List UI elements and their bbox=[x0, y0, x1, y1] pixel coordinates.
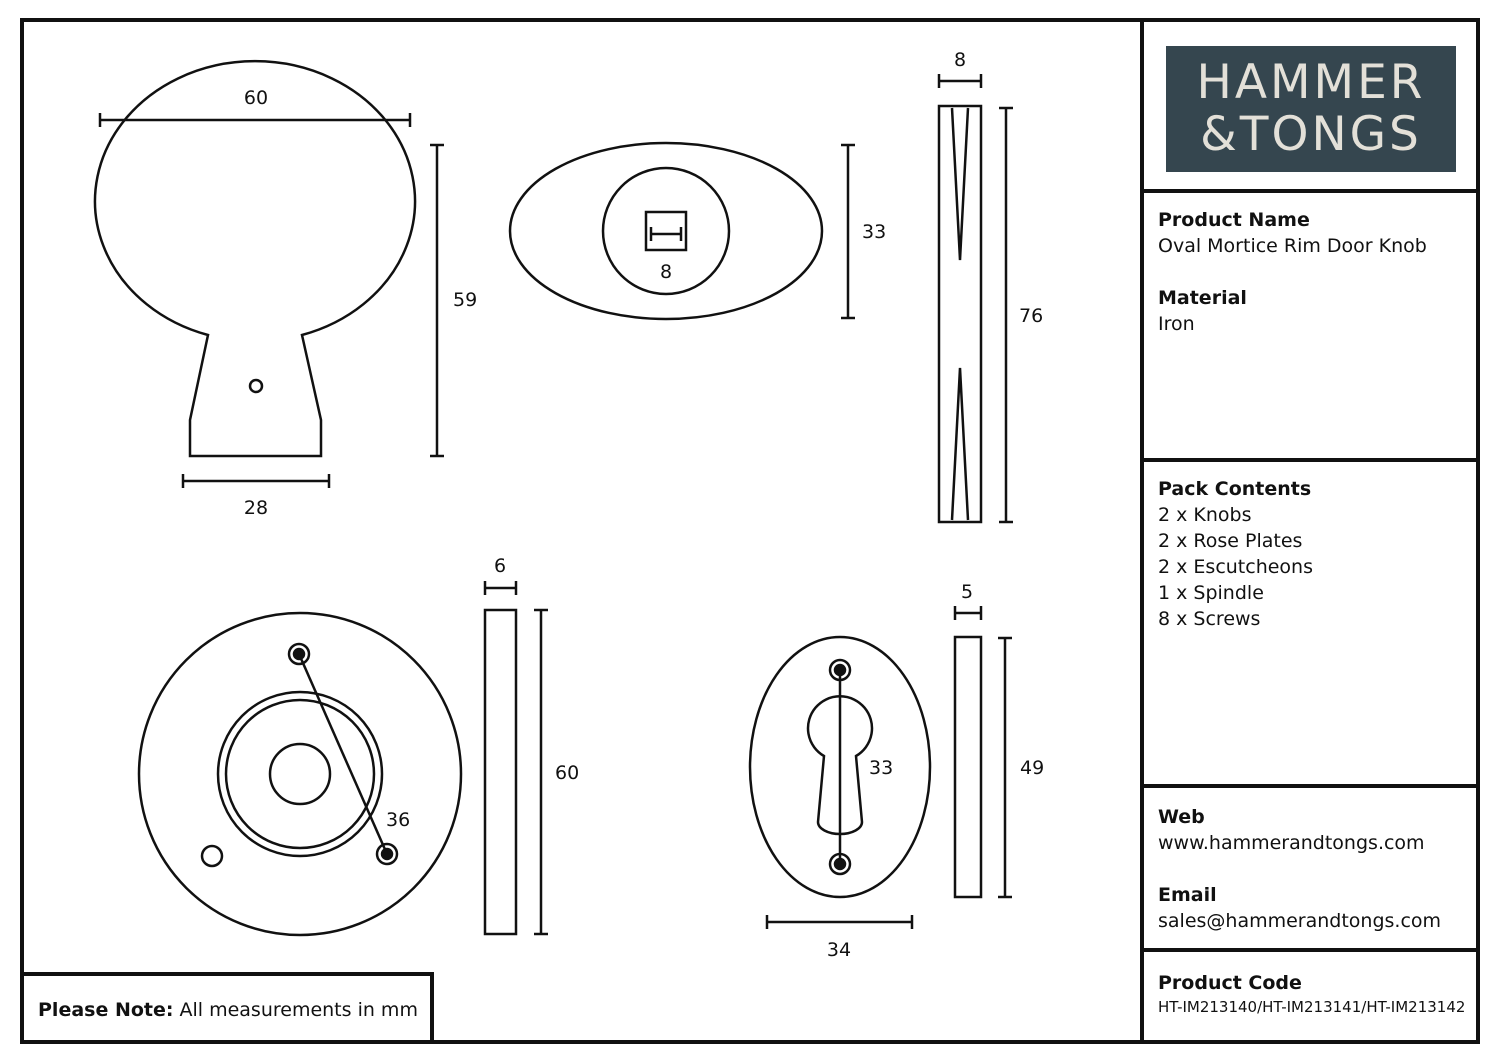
pack-item: 2 x Rose Plates bbox=[1158, 530, 1303, 552]
pack-contents-label: Pack Contents bbox=[1158, 478, 1312, 500]
dim-esc-width: 34 bbox=[827, 939, 851, 961]
contact-panel: Web www.hammerandtongs.com Email sales@h… bbox=[1144, 790, 1480, 934]
knob-front-view bbox=[508, 141, 855, 321]
divider bbox=[1144, 948, 1480, 952]
rose-plate-view bbox=[137, 581, 548, 937]
dim-esc-thickness: 5 bbox=[961, 581, 973, 603]
web-label: Web bbox=[1158, 806, 1205, 828]
web-link[interactable]: www.hammerandtongs.com bbox=[1158, 832, 1425, 854]
dim-rose-diameter: 60 bbox=[555, 762, 579, 784]
pack-item: 1 x Spindle bbox=[1158, 582, 1264, 604]
product-name: Oval Mortice Rim Door Knob bbox=[1158, 235, 1427, 257]
dim-rose-hole-spacing: 36 bbox=[386, 809, 410, 831]
divider bbox=[1144, 784, 1480, 788]
pack-item: 2 x Escutcheons bbox=[1158, 556, 1313, 578]
material-label: Material bbox=[1158, 287, 1247, 309]
product-panel: Product Name Oval Mortice Rim Door Knob … bbox=[1144, 193, 1480, 337]
email-link[interactable]: sales@hammerandtongs.com bbox=[1158, 910, 1442, 932]
measurement-note: Please Note: All measurements in mm bbox=[20, 972, 434, 1044]
dim-esc-hole-spacing: 33 bbox=[869, 757, 893, 779]
brand-line-2: &TONGS bbox=[1200, 107, 1422, 162]
dim-esc-height: 49 bbox=[1020, 757, 1044, 779]
dim-knob-front-height: 33 bbox=[862, 221, 886, 243]
technical-drawing: 60 59 28 8 33 8 76 bbox=[93, 49, 1044, 961]
product-code: HT-IM213140/HT-IM213141/HT-IM213142 bbox=[1158, 998, 1466, 1016]
note-text: All measurements in mm bbox=[179, 999, 418, 1021]
drawing-frame bbox=[20, 18, 1480, 1044]
product-code-label: Product Code bbox=[1158, 972, 1302, 994]
pack-item: 2 x Knobs bbox=[1158, 504, 1252, 526]
material-value: Iron bbox=[1158, 313, 1195, 335]
dim-spindle-length: 76 bbox=[1019, 305, 1043, 327]
info-sidebar: HAMMER &TONGS Product Name Oval Mortice … bbox=[1140, 18, 1480, 1044]
spindle-view bbox=[937, 74, 1013, 524]
divider bbox=[1144, 189, 1480, 193]
pack-panel: Pack Contents 2 x Knobs 2 x Rose Plates … bbox=[1144, 462, 1480, 632]
product-name-label: Product Name bbox=[1158, 209, 1310, 231]
dim-rose-thickness: 6 bbox=[494, 555, 506, 577]
dim-knob-base: 28 bbox=[244, 497, 268, 519]
email-label: Email bbox=[1158, 884, 1217, 906]
brand-line-1: HAMMER bbox=[1196, 55, 1426, 110]
note-label: Please Note: bbox=[38, 999, 174, 1021]
dim-spindle-width: 8 bbox=[954, 49, 966, 71]
dim-spindle-square: 8 bbox=[660, 261, 672, 283]
divider bbox=[1144, 458, 1480, 462]
dim-knob-width: 60 bbox=[244, 87, 268, 109]
knob-side-view bbox=[93, 60, 444, 488]
dim-knob-height: 59 bbox=[453, 289, 477, 311]
brand-logo: HAMMER &TONGS bbox=[1166, 46, 1456, 172]
pack-item: 8 x Screws bbox=[1158, 608, 1261, 630]
code-panel: Product Code HT-IM213140/HT-IM213141/HT-… bbox=[1144, 956, 1480, 1018]
escutcheon-view bbox=[748, 606, 1012, 929]
